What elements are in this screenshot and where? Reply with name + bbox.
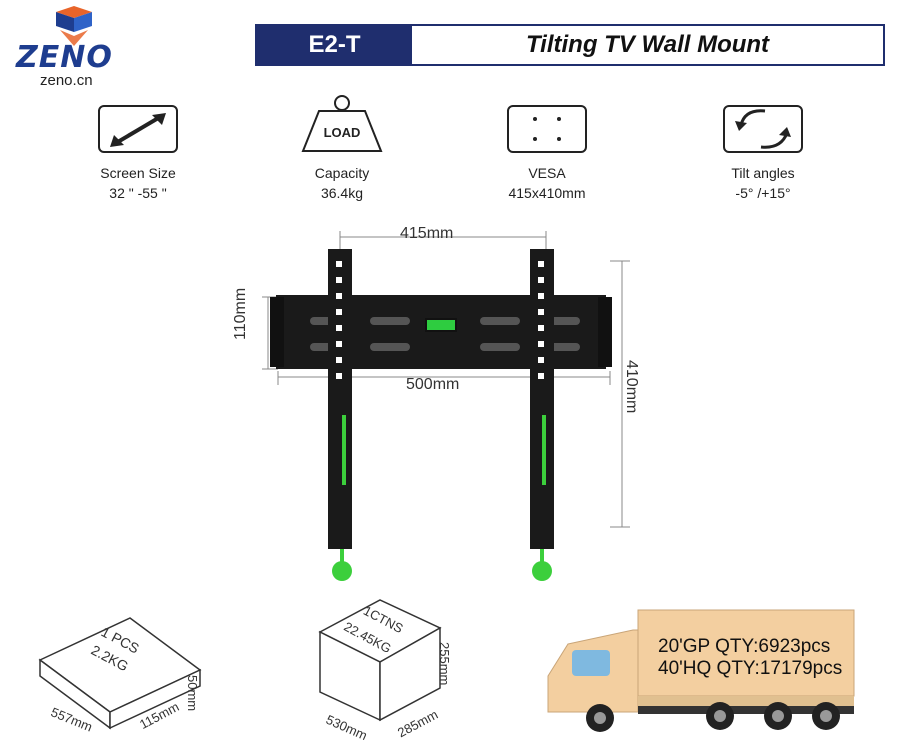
single-height: 50mm: [185, 675, 200, 712]
spec-value: 32 " -55 ": [109, 185, 167, 201]
product-title: Tilting TV Wall Mount: [525, 31, 770, 58]
spec-label: Tilt angles: [731, 165, 795, 181]
dim-plate-width: 500mm: [406, 376, 460, 393]
dim-plate-height: 110mm: [232, 287, 249, 340]
load-weight-icon: LOAD: [297, 95, 387, 153]
vesa-pattern-icon: [507, 105, 587, 153]
wall-mount-diagram: [262, 231, 630, 581]
carton-height: 255mm: [437, 642, 452, 686]
spec-value: 36.4kg: [320, 185, 364, 201]
qty-40hq: 40'HQ QTY:17179pcs: [658, 658, 843, 679]
rotate-arrows-icon: [723, 105, 803, 153]
bubble-level: [425, 318, 457, 332]
safety-knob-left: [332, 561, 352, 581]
dim-vesa-width: 415mm: [400, 225, 454, 242]
spec-label: Capacity: [314, 165, 370, 181]
load-icon-text: LOAD: [323, 125, 361, 140]
truck-cargo-box: [637, 609, 855, 697]
dim-total-height: 410mm: [623, 360, 640, 414]
brand-logo: [16, 6, 136, 96]
truck-illustration: [547, 609, 855, 732]
carton-box: [318, 599, 442, 722]
spec-value: -5° /+15°: [735, 185, 791, 201]
single-package-box: [38, 617, 202, 730]
header-bar: E2-T Tilting TV Wall Mount: [255, 24, 885, 66]
diagonal-arrow-icon: [98, 105, 178, 153]
spec-tilt: Tilt angles -5° /+15°: [693, 105, 833, 203]
brand-name: ZENO: [16, 40, 113, 75]
zeno-logo-icon: [56, 6, 92, 46]
qty-20gp: 20'GP QTY:6923pcs: [658, 636, 831, 657]
spec-vesa: VESA 415x410mm: [477, 105, 617, 203]
spec-screen-size: Screen Size 32 " -55 ": [68, 105, 208, 203]
spec-label: Screen Size: [100, 165, 176, 181]
safety-knob-right: [532, 561, 552, 581]
spec-label: VESA: [528, 165, 566, 181]
spec-value: 415x410mm: [508, 185, 586, 201]
spec-capacity: LOAD Capacity 36.4kg: [272, 95, 412, 203]
model-number: E2-T: [257, 26, 412, 64]
brand-url: zeno.cn: [40, 72, 93, 89]
